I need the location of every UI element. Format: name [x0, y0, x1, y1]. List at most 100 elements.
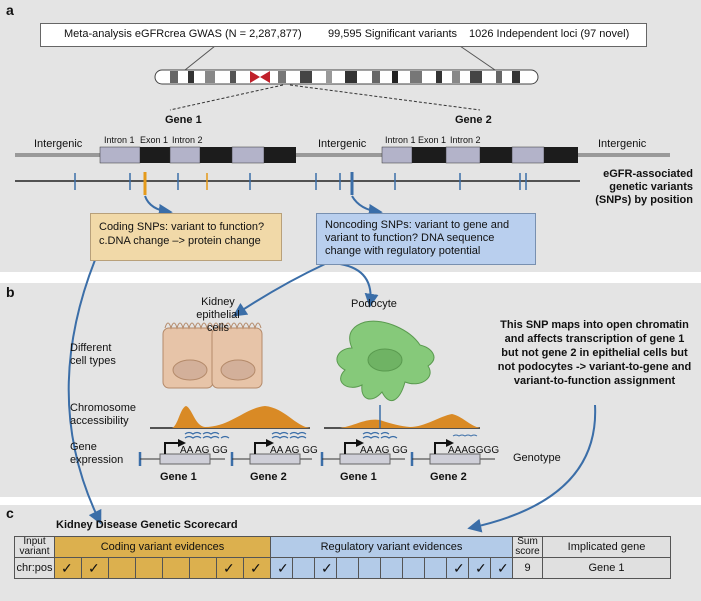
coding-evidence-cell [108, 557, 136, 579]
kidney-cells-label: Kidney epithelial cells [178, 296, 258, 335]
gwas-summary-box: Meta-analysis eGFRcrea GWAS (N = 2,287,8… [40, 23, 647, 47]
coding-evidence-cell [189, 557, 217, 579]
podocyte-cell [336, 320, 435, 402]
noncoding-snp-box: Noncoding SNPs: variant to gene and vari… [316, 213, 536, 265]
noncoding-snp-line1: Noncoding SNPs: variant to gene and [325, 219, 510, 231]
expression-epithelial-gene2 [230, 431, 312, 466]
scorecard-title: Kidney Disease Genetic Scorecard [56, 519, 238, 531]
implicated-gene-cell: Gene 1 [542, 557, 671, 579]
independent-loci-text: 1026 Independent loci (97 novel) [469, 28, 630, 40]
explanation-line3: but not gene 2 in epithelial cells but [501, 347, 688, 359]
accessibility-label: Chromosome accessibility [70, 402, 136, 428]
snp-caption: eGFR-associated genetic variants (SNPs) … [588, 168, 693, 207]
expression-podocyte-gene1 [320, 431, 405, 466]
gene2-intron2-label: Intron 2 [450, 135, 481, 145]
accessibility-line1: Chromosome [70, 402, 137, 414]
expression-line2: expression [70, 454, 124, 466]
coding-evidence-cell [135, 557, 163, 579]
intergenic-right-label: Intergenic [598, 138, 647, 150]
input-variant-header: Input variant [14, 536, 55, 558]
podocyte-gene2-label: Gene 2 [430, 471, 467, 483]
scorecard-table: Input variant Coding variant evidences R… [14, 536, 671, 579]
explanation-line5: variant-to-function assignment [513, 375, 676, 387]
snp-caption-line3: (SNPs) by position [595, 194, 693, 206]
regulatory-evidence-cell: ✓ [270, 557, 293, 579]
epithelial-gene1-label: Gene 1 [160, 471, 197, 483]
accessibility-line2: accessibility [70, 415, 129, 427]
gwas-meta-text: Meta-analysis eGFRcrea GWAS (N = 2,287,8… [64, 28, 302, 40]
input-variant-header-line2: variant [19, 546, 50, 557]
coding-snp-line2: c.DNA change –> protein change [99, 235, 261, 247]
intergenic-mid-label: Intergenic [318, 138, 367, 150]
gene1-intron1-label: Intron 1 [104, 135, 135, 145]
gene2-title: Gene 2 [455, 114, 492, 126]
explanation-line4: not podocytes -> variant-to-gene and [497, 361, 692, 373]
coding-evidence-cell [162, 557, 190, 579]
regulatory-evidence-cell: ✓ [314, 557, 337, 579]
sum-score-cell: 9 [512, 557, 543, 579]
noncoding-snp-line2: variant to function? DNA sequence [325, 232, 495, 244]
seq-epithelial-gene2: AA AG GG [270, 445, 318, 456]
seq-epithelial-gene1: AA AG GG [180, 445, 228, 456]
gene1-title: Gene 1 [165, 114, 202, 126]
kidney-cells-line2: cells [206, 322, 229, 334]
podocyte-label: Podocyte [351, 298, 397, 310]
expression-label: Gene expression [70, 441, 123, 467]
gene2-intron1-label: Intron 1 [385, 135, 416, 145]
expression-line1: Gene [70, 441, 97, 453]
coding-evidence-cell: ✓ [216, 557, 244, 579]
gene1-exon1-label: Exon 1 [140, 135, 169, 145]
snp-caption-line1: eGFR-associated [603, 168, 693, 180]
cell-types-line1: Different [70, 342, 112, 354]
gene-track [15, 146, 670, 164]
kidney-cells-line1: Kidney epithelial [196, 296, 240, 321]
sum-score-header-line1: Sum [517, 536, 538, 547]
expression-podocyte-gene2 [410, 434, 495, 466]
coding-snp-box: Coding SNPs: variant to function? c.DNA … [90, 213, 282, 261]
coding-evidence-cell: ✓ [243, 557, 271, 579]
noncoding-snp-line3: change with regulatory potential [325, 245, 481, 257]
podocyte-gene1-label: Gene 1 [340, 471, 377, 483]
gene2-exon1-label: Exon 1 [418, 135, 447, 145]
gene1-intron2-label: Intron 2 [172, 135, 203, 145]
regulatory-evidence-cell [402, 557, 425, 579]
panel-b-label: b [6, 284, 15, 300]
expression-epithelial-gene1 [138, 431, 230, 466]
coding-evidence-cell: ✓ [81, 557, 109, 579]
panel-a-label: a [6, 2, 14, 18]
input-variant-header-line1: Input [23, 536, 46, 547]
regulatory-evidence-cell [380, 557, 403, 579]
regulatory-evidence-cell: ✓ [446, 557, 469, 579]
seq-podocyte-gene2: AAAGGGG [448, 445, 500, 456]
cell-types-line2: cell types [70, 355, 116, 367]
epithelial-cells [162, 322, 263, 389]
coding-evidence-cell: ✓ [54, 557, 82, 579]
regulatory-evidence-cell [358, 557, 381, 579]
regulatory-evidence-cell [336, 557, 359, 579]
regulatory-evidence-cell [424, 557, 447, 579]
epithelial-gene2-label: Gene 2 [250, 471, 287, 483]
snp-caption-line2: genetic variants [609, 181, 693, 193]
regulatory-evidence-cell: ✓ [490, 557, 513, 579]
intergenic-left-label: Intergenic [34, 138, 83, 150]
seq-podocyte-gene1: AA AG GG [360, 445, 408, 456]
accessibility-tracks [150, 405, 480, 429]
regulatory-evidence-cell: ✓ [468, 557, 491, 579]
explanation-text: This SNP maps into open chromatin and af… [492, 318, 697, 388]
cell-types-label: Different cell types [70, 342, 116, 368]
sum-score-header-line2: score [515, 546, 540, 557]
significant-variants-text: 99,595 Significant variants [328, 28, 458, 40]
snp-position-track [15, 172, 580, 195]
scorecard-header-row: Input variant Coding variant evidences R… [14, 536, 671, 558]
chromosome-ideogram [154, 69, 539, 85]
explanation-line2: and affects transcription of gene 1 [504, 333, 685, 345]
sum-score-header: Sum score [512, 536, 543, 558]
genotype-label: Genotype [513, 452, 561, 464]
coding-evidence-header: Coding variant evidences [54, 536, 271, 558]
regulatory-evidence-header: Regulatory variant evidences [270, 536, 513, 558]
panel-c-label: c [6, 505, 14, 521]
input-variant-cell: chr:pos [14, 557, 55, 579]
explanation-line1: This SNP maps into open chromatin [500, 319, 689, 331]
